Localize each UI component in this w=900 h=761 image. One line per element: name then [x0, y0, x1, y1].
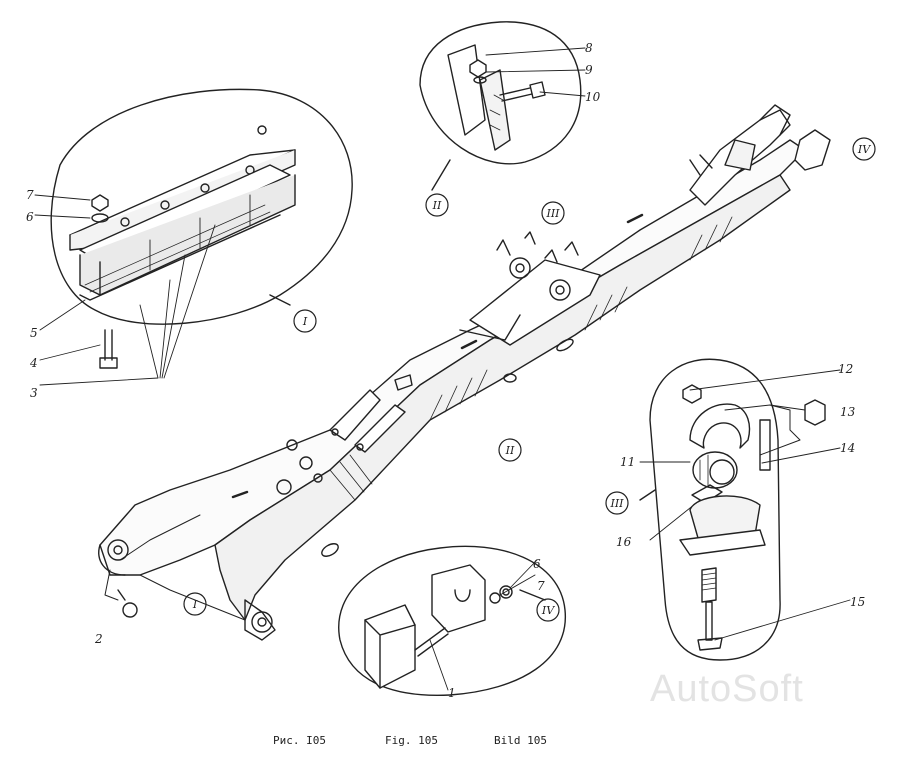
callout-4: 4 — [29, 356, 38, 370]
callout-7-detail-i: 7 — [26, 188, 34, 202]
view-label-ii-a: II — [432, 199, 442, 212]
detail-view-i — [34, 88, 353, 386]
view-marker-i-a — [293, 309, 317, 333]
view-marker-ii-a — [425, 193, 449, 217]
callout-16: 16 — [616, 535, 632, 549]
view-label-iii-a: III — [545, 207, 560, 220]
detail-view-ii — [419, 21, 586, 191]
detail-view-iv — [338, 545, 566, 697]
view-label-i-a: I — [302, 315, 308, 328]
callout-2: 2 — [94, 632, 103, 646]
callout-15: 15 — [850, 595, 865, 609]
caption-de: Bild 105 — [494, 734, 547, 747]
watermark-text: AutoSoft — [650, 668, 804, 710]
callout-10: 10 — [585, 90, 601, 104]
callout-6-detail-iv: 6 — [533, 557, 541, 571]
view-marker-iv-b — [536, 598, 560, 622]
callout-11: 11 — [620, 455, 635, 469]
callout-14: 14 — [840, 441, 855, 455]
callout-1: 1 — [448, 686, 456, 700]
caption-en: Fig. 105 — [385, 734, 438, 747]
callout-7-detail-iv: 7 — [537, 579, 545, 593]
detail-view-iii — [639, 358, 851, 661]
callout-3: 3 — [30, 386, 38, 400]
view-marker-iii-a — [541, 201, 565, 225]
view-marker-iv-a — [852, 137, 876, 161]
view-label-iii-b: III — [609, 497, 624, 510]
callout-8: 8 — [585, 41, 593, 55]
callout-6-detail-i: 6 — [26, 210, 34, 224]
view-marker-i-b — [183, 592, 207, 616]
view-label-ii-b: II — [505, 444, 515, 457]
callout-5: 5 — [30, 326, 38, 340]
view-label-iv-a: IV — [857, 143, 871, 156]
callout-13: 13 — [840, 405, 856, 419]
view-marker-ii-b — [498, 438, 522, 462]
main-frame — [98, 104, 831, 641]
caption-ru: Рис. I05 — [273, 734, 326, 747]
view-label-i-b: I — [192, 598, 198, 611]
view-marker-iii-b — [605, 491, 629, 515]
callout-9: 9 — [585, 63, 593, 77]
view-label-iv-b: IV — [541, 604, 555, 617]
callout-12: 12 — [838, 362, 853, 376]
